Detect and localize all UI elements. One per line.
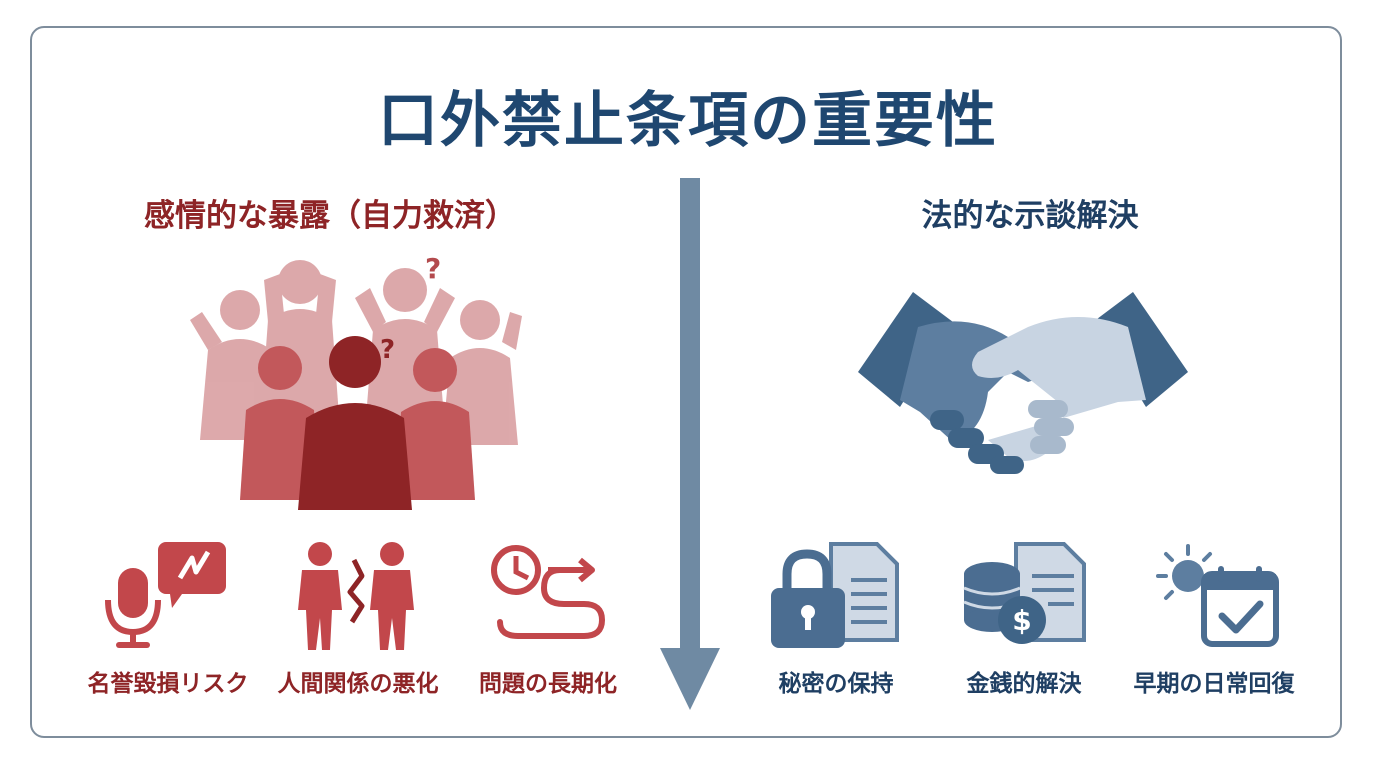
caption-monetary-resolution: 金銭的解決 xyxy=(966,671,1082,697)
right-heading: 法的な示談解決 xyxy=(921,198,1139,234)
svg-text:?: ? xyxy=(380,335,395,365)
confused-crowd-illustration: ? ? xyxy=(190,252,522,510)
svg-text:?: ? xyxy=(425,252,441,285)
sun-calendar-check-icon xyxy=(1156,544,1279,647)
clock-winding-path-icon xyxy=(491,545,606,639)
caption-relationship-deterioration: 人間関係の悪化 xyxy=(277,671,439,697)
lock-document-icon xyxy=(771,542,899,648)
handshake-illustration xyxy=(858,292,1188,474)
left-heading: 感情的な暴露（自力救済） xyxy=(144,198,516,234)
svg-text:$: $ xyxy=(1012,604,1031,637)
caption-defamation-risk: 名誉毀損リスク xyxy=(87,671,249,697)
coins-document-icon: $ xyxy=(963,542,1086,644)
down-arrow-icon xyxy=(660,178,720,710)
caption-early-recovery: 早期の日常回復 xyxy=(1133,671,1295,697)
page-title: 口外禁止条項の重要性 xyxy=(378,86,998,156)
broken-relationship-icon xyxy=(298,542,414,650)
caption-confidentiality: 秘密の保持 xyxy=(778,671,894,697)
microphone-speech-icon xyxy=(105,542,226,648)
caption-prolonged-problem: 問題の長期化 xyxy=(479,671,617,697)
